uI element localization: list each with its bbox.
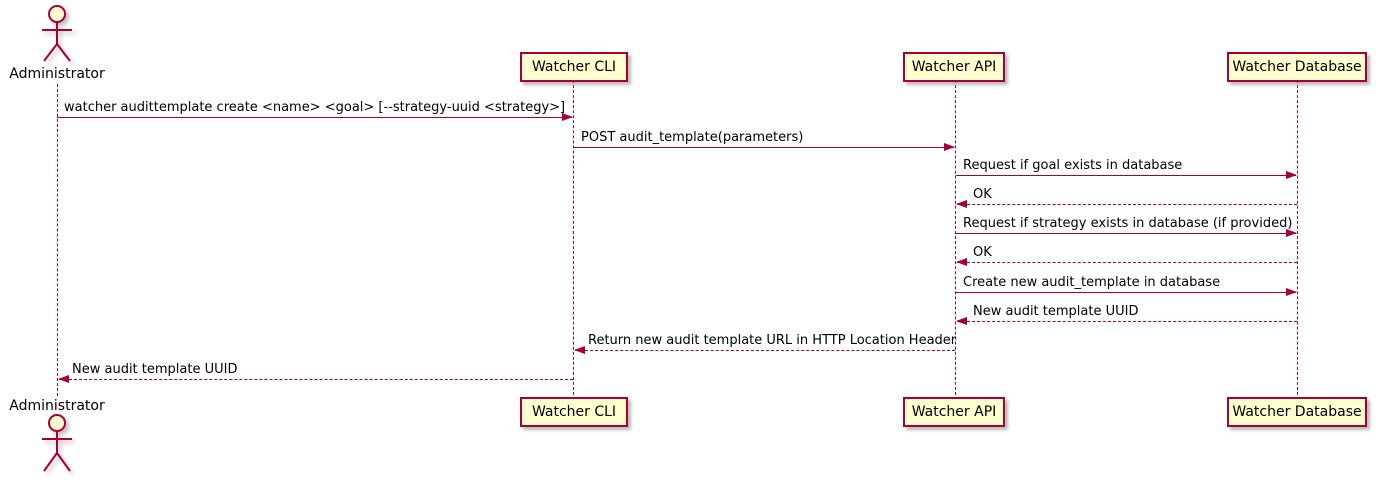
participant-watcher-api-top: Watcher API [903,52,1005,82]
message-5-arrow [956,229,1297,237]
message-5-label: Request if strategy exists in database (… [963,216,1293,231]
participant-watcher-database-top: Watcher Database [1227,52,1367,82]
lifeline-watcher-database [1297,80,1298,395]
message-4-label: OK [973,187,992,202]
participant-watcher-api-bottom: Watcher API [903,397,1005,427]
message-10-label: New audit template UUID [72,362,238,377]
message-10-arrow [58,375,573,383]
participant-watcher-database-bottom: Watcher Database [1227,397,1367,427]
participant-label: Watcher CLI [531,59,617,75]
message-9-label: Return new audit template URL in HTTP Lo… [588,333,957,348]
participant-label: Watcher CLI [531,404,617,420]
message-6-arrow [956,258,1297,266]
actor-icon [42,5,72,62]
message-6-label: OK [973,245,992,260]
participant-label: Watcher API [911,59,997,75]
actor-icon [42,414,72,472]
participant-label: Watcher API [911,404,997,420]
message-1-arrow [57,113,573,121]
lifeline-watcher-api [955,80,956,395]
actor-label-administrator-top: Administrator [9,66,105,82]
actor-label-administrator-bottom: Administrator [9,398,105,414]
lifeline-administrator [57,84,58,396]
message-9-arrow [574,346,955,354]
participant-watcher-cli-bottom: Watcher CLI [520,397,628,427]
message-8-arrow [956,317,1297,325]
lifeline-watcher-cli [573,80,574,395]
message-7-arrow [956,288,1297,296]
message-7-label: Create new audit_template in database [963,275,1221,290]
message-3-label: Request if goal exists in database [963,158,1183,173]
message-8-label: New audit template UUID [973,304,1139,319]
message-3-arrow [956,171,1297,179]
participant-label: Watcher Database [1232,59,1362,75]
participant-label: Watcher Database [1232,404,1362,420]
message-1-label: watcher audittemplate create <name> <goa… [64,100,566,115]
message-4-arrow [956,200,1297,208]
message-2-label: POST audit_template(parameters) [581,130,804,145]
participant-watcher-cli-top: Watcher CLI [520,52,628,82]
message-2-arrow [574,143,955,151]
